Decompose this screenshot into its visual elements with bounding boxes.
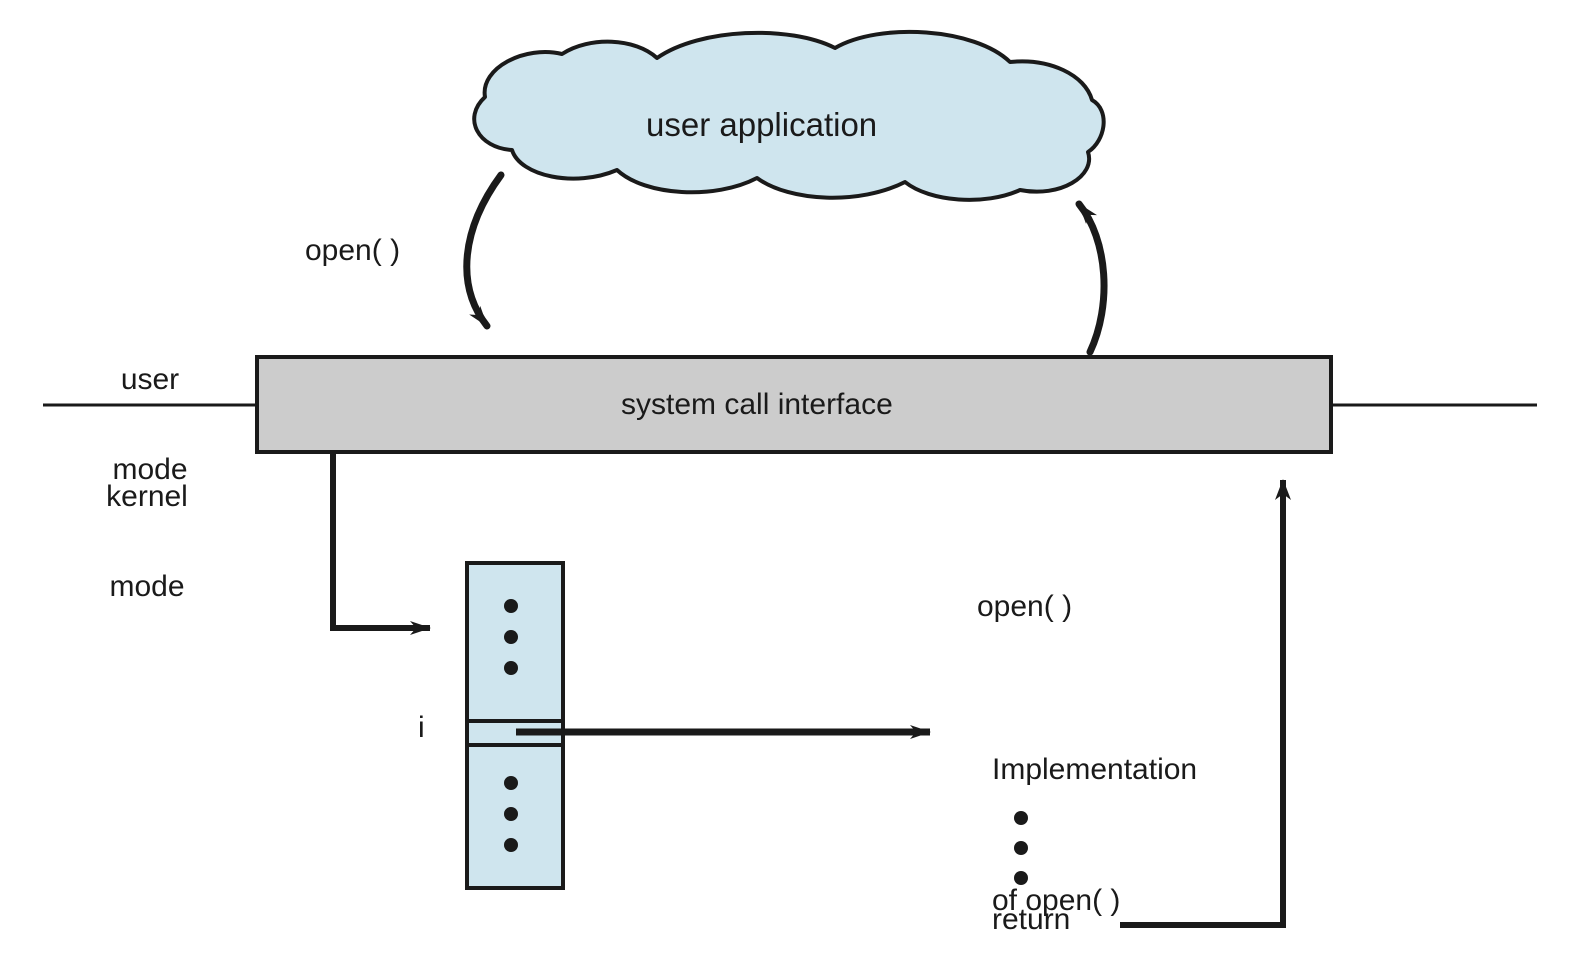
user-application-cloud: [472, 29, 1106, 202]
system-call-interface-label: system call interface: [621, 388, 893, 421]
table-dot-lower-3: [504, 838, 518, 852]
open-implementation-body: Implementation of open( ) system call: [992, 661, 1197, 980]
impl-body-line-1: Implementation: [992, 753, 1198, 786]
table-dot-upper-2: [504, 630, 518, 644]
user-mode-line-1: user: [120, 363, 180, 396]
user-application-label: user application: [646, 106, 878, 143]
table-dot-upper-3: [504, 661, 518, 675]
user-mode-line-2: mode: [112, 453, 188, 486]
impl-dot-2: [1014, 841, 1028, 855]
kernel-mode-line-1: kernel: [106, 480, 188, 513]
kernel-mode-line-2: mode: [109, 570, 185, 603]
open-call-arrow: [463, 171, 505, 330]
return-label: return: [992, 903, 1071, 936]
kernel-mode-label: kernel mode: [57, 422, 237, 662]
system-call-table-lower-cell: [465, 743, 565, 890]
impl-dot-3: [1014, 871, 1028, 885]
user-mode-label: user mode: [60, 305, 240, 545]
implementation-return-arrow: [1120, 479, 1291, 928]
table-dot-lower-1: [504, 776, 518, 790]
impl-dot-1: [1014, 811, 1028, 825]
impl-body-line-2: of open( ): [992, 883, 1121, 917]
system-call-interface-bar: [255, 355, 1333, 454]
open-call-label: open( ): [305, 234, 401, 267]
open-implementation-heading: open( ): [977, 590, 1073, 623]
table-dot-lower-2: [504, 807, 518, 821]
bar-to-table-arrow: [330, 452, 431, 635]
table-index-label: i: [418, 711, 425, 744]
table-dot-upper-1: [504, 599, 518, 613]
return-to-application-arrow: [1075, 200, 1108, 356]
